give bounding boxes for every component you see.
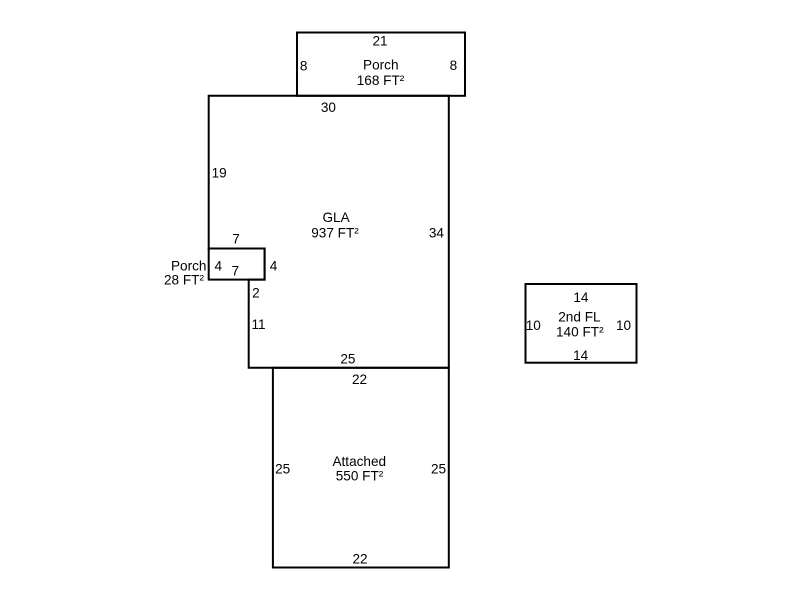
svg-text:11: 11 <box>251 317 265 332</box>
svg-text:2: 2 <box>252 286 260 301</box>
svg-text:8: 8 <box>300 58 308 73</box>
svg-text:7: 7 <box>232 231 240 246</box>
svg-text:8: 8 <box>450 58 458 73</box>
svg-text:Porch: Porch <box>171 258 207 273</box>
svg-text:Attached: Attached <box>332 454 386 469</box>
svg-text:168 FT²: 168 FT² <box>357 73 405 88</box>
svg-text:GLA: GLA <box>322 210 350 225</box>
svg-text:10: 10 <box>526 318 542 333</box>
svg-text:19: 19 <box>212 165 227 180</box>
svg-text:4: 4 <box>270 259 278 274</box>
svg-text:21: 21 <box>372 34 387 49</box>
svg-text:25: 25 <box>431 461 446 476</box>
svg-text:550 FT²: 550 FT² <box>336 468 384 483</box>
svg-text:10: 10 <box>616 318 632 333</box>
svg-text:140 FT²: 140 FT² <box>556 324 604 339</box>
svg-text:22: 22 <box>352 552 367 567</box>
svg-text:22: 22 <box>352 372 367 387</box>
svg-text:25: 25 <box>340 352 355 367</box>
svg-text:937 FT²: 937 FT² <box>311 226 359 241</box>
svg-text:2nd FL: 2nd FL <box>558 310 601 325</box>
svg-text:14: 14 <box>573 348 589 363</box>
svg-text:34: 34 <box>429 226 445 241</box>
svg-text:30: 30 <box>321 100 337 115</box>
svg-text:Porch: Porch <box>363 57 399 72</box>
svg-text:7: 7 <box>232 264 240 279</box>
svg-text:14: 14 <box>573 290 589 305</box>
svg-text:4: 4 <box>215 259 223 274</box>
svg-text:28 FT²: 28 FT² <box>164 273 205 288</box>
svg-text:25: 25 <box>275 461 290 476</box>
